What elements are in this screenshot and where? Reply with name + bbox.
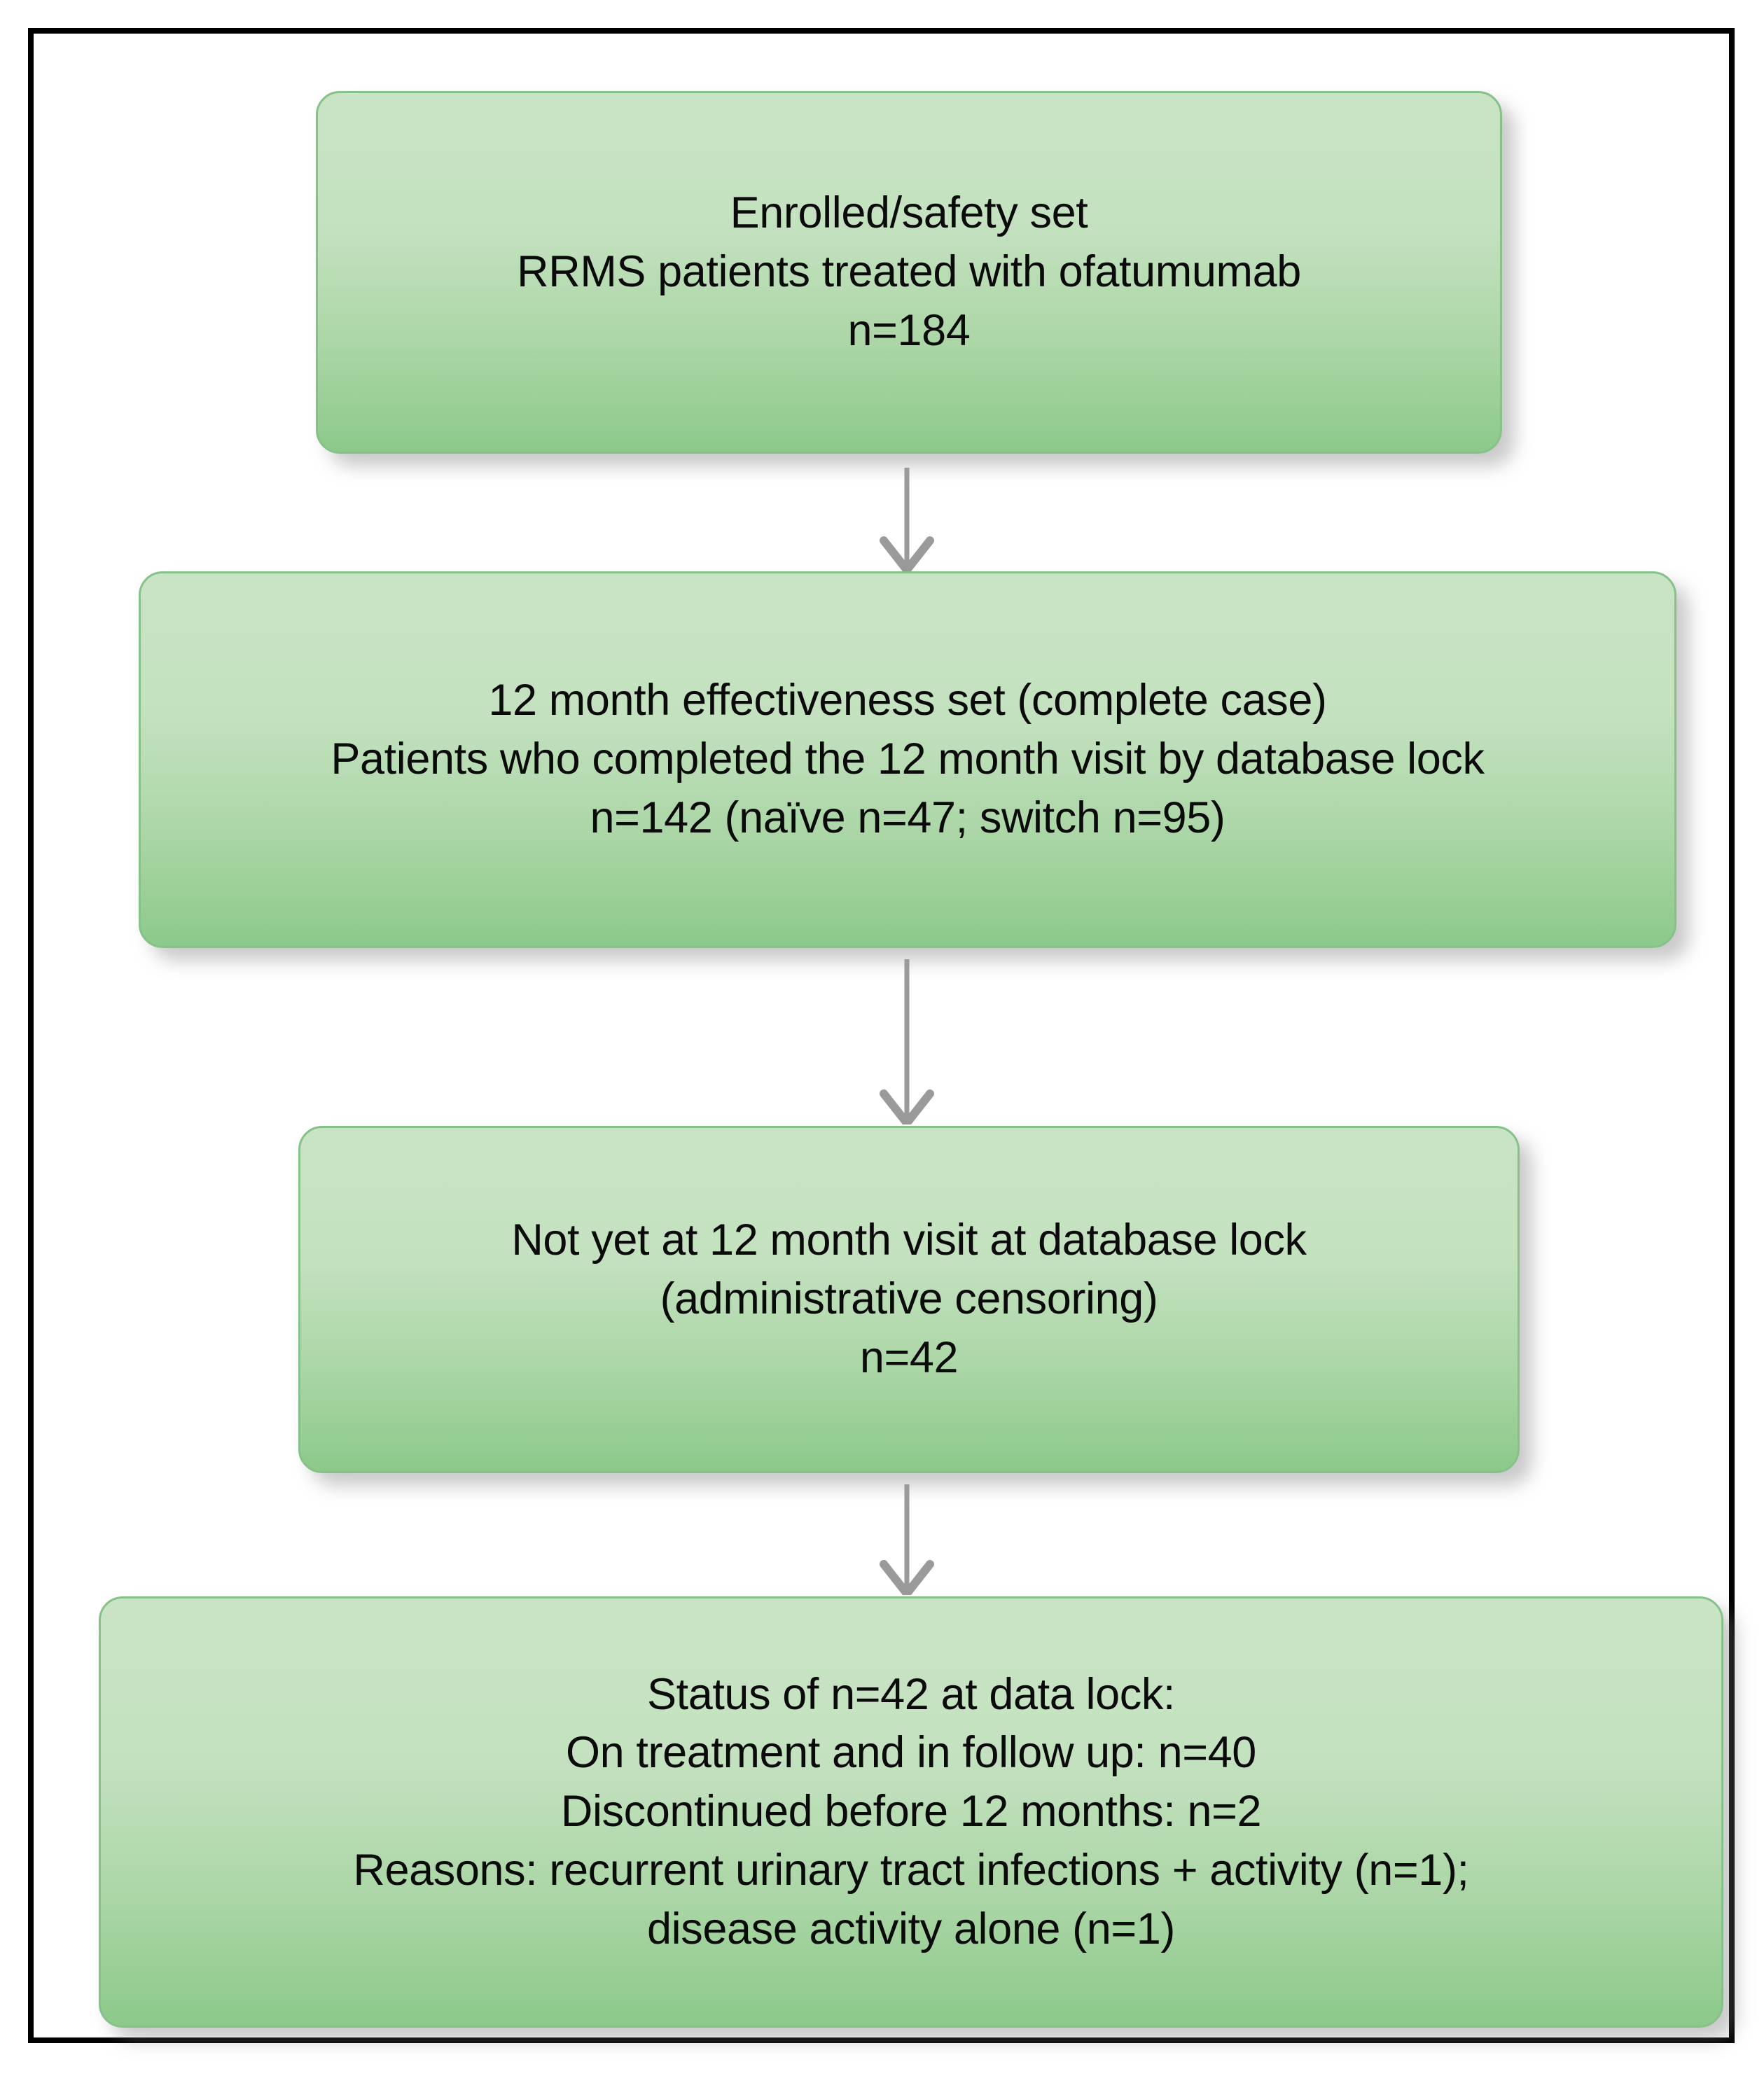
- arrow-down-icon: [880, 1484, 934, 1595]
- flow-node-effectiveness-set: 12 month effectiveness set (complete cas…: [139, 571, 1676, 948]
- flow-node-not-yet-at-visit-text: Not yet at 12 month visit at database lo…: [511, 1215, 1307, 1382]
- flow-node-status-at-data-lock: Status of n=42 at data lock: On treatmen…: [99, 1596, 1723, 2028]
- figure-border-frame: Enrolled/safety set RRMS patients treate…: [28, 28, 1735, 2043]
- flow-node-effectiveness-set-text: 12 month effectiveness set (complete cas…: [331, 676, 1485, 842]
- connector-arrow-1: [865, 468, 949, 571]
- flow-node-enrolled-safety-set-text: Enrolled/safety set RRMS patients treate…: [517, 188, 1301, 355]
- connector-arrow-3: [865, 1484, 949, 1595]
- flow-node-not-yet-at-visit: Not yet at 12 month visit at database lo…: [298, 1126, 1520, 1473]
- flow-node-status-at-data-lock-text: Status of n=42 at data lock: On treatmen…: [353, 1669, 1469, 1953]
- arrow-down-icon: [880, 468, 934, 571]
- flow-node-enrolled-safety-set: Enrolled/safety set RRMS patients treate…: [316, 91, 1502, 454]
- connector-arrow-2: [865, 959, 949, 1124]
- arrow-down-icon: [880, 959, 934, 1124]
